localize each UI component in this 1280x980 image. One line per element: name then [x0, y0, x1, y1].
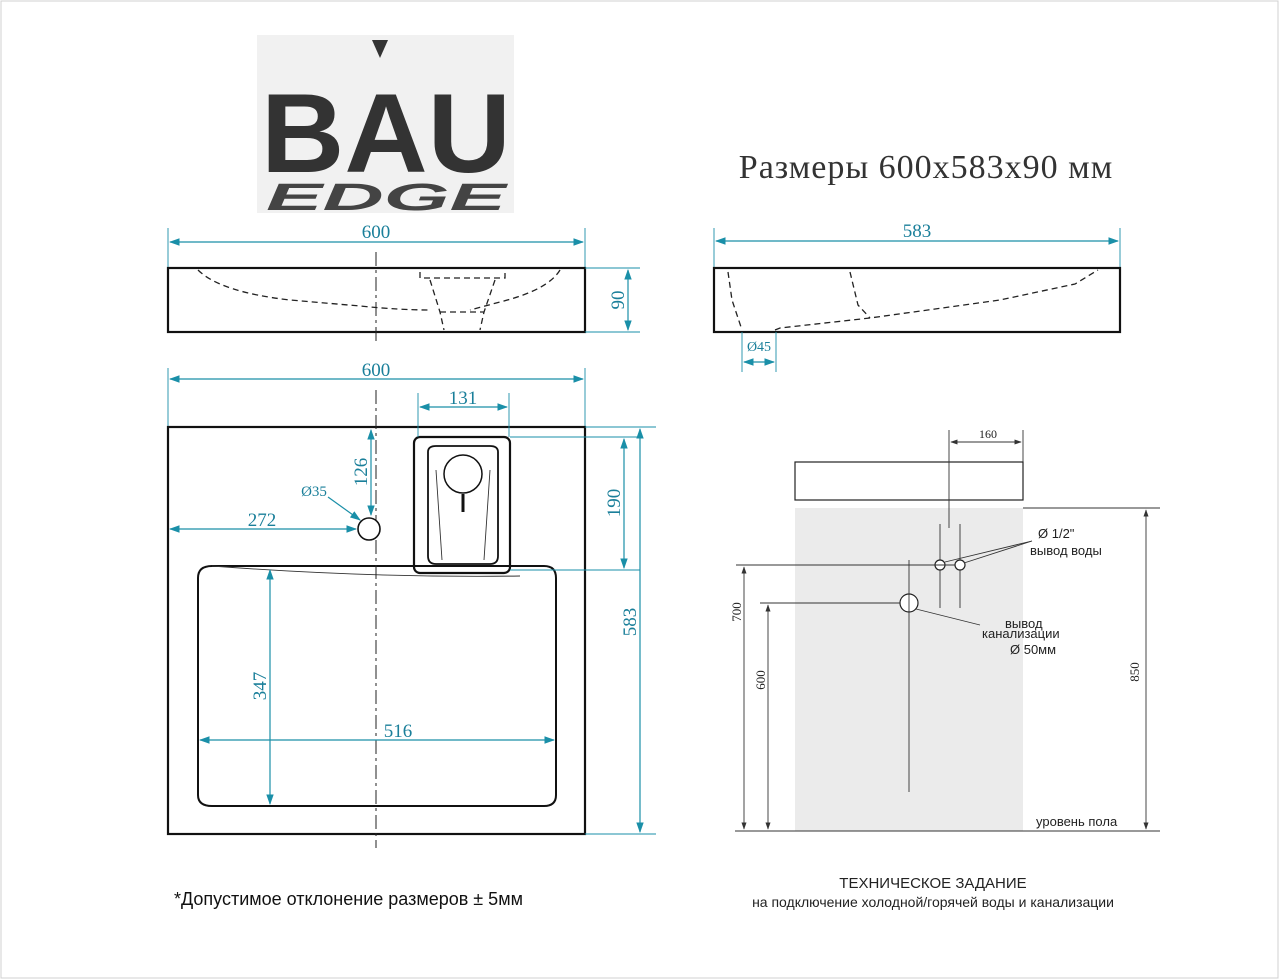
front-view: 600 90 — [166, 222, 640, 345]
spec-heading: ТЕХНИЧЕСКОЕ ЗАДАНИЕ — [839, 875, 1026, 892]
spec-height-600: 600 — [753, 670, 768, 690]
top-view: 600 131 126 Ø35 272 190 583 3 — [166, 360, 656, 848]
dim-top-width: 600 — [362, 360, 391, 381]
dim-hole-diameter: Ø35 — [301, 484, 327, 500]
water-outlet-right — [954, 559, 966, 571]
dim-hole-offset-y: 126 — [351, 458, 372, 487]
dim-faucet-width: 131 — [449, 388, 478, 409]
spec-height-700: 700 — [729, 602, 744, 622]
spec-offset: 160 — [979, 427, 997, 441]
logo-sub-text: EDGE — [266, 177, 510, 219]
brand-logo: BAU EDGE — [257, 35, 514, 219]
dim-hole-offset-x: 272 — [248, 510, 277, 531]
faucet — [412, 435, 512, 575]
dim-faucet-depth: 190 — [604, 489, 625, 518]
overflow-hole — [357, 517, 381, 541]
side-view-body — [712, 266, 1122, 334]
dim-top-depth: 583 — [620, 608, 641, 637]
logo-brand-text: BAU — [261, 71, 511, 196]
spec-water-pipe: Ø 1/2" — [1038, 526, 1075, 541]
dim-drain-diameter: Ø45 — [747, 340, 771, 355]
spec-sewer-label-2: канализации — [982, 626, 1060, 641]
spec-sewer-diameter: Ø 50мм — [1010, 642, 1056, 657]
tolerance-note: *Допустимое отклонение размеров ± 5мм — [174, 889, 523, 909]
spec-height-850: 850 — [1127, 662, 1142, 682]
dim-bowl-width: 516 — [384, 721, 413, 742]
drawing-title: Размеры 600х583х90 мм — [739, 149, 1113, 186]
sink-side-block — [794, 461, 1024, 501]
dim-front-height: 90 — [608, 291, 629, 310]
spec-sewer-label-1: вывод — [1005, 616, 1043, 631]
dim-bowl-depth: 347 — [250, 672, 271, 701]
spec-subheading: на подключение холодной/горячей воды и к… — [752, 894, 1114, 910]
dim-side-depth: 583 — [903, 221, 932, 242]
side-view: 583 Ø45 — [712, 221, 1122, 372]
dim-front-width: 600 — [362, 222, 391, 243]
bowl-outline — [197, 565, 557, 807]
spec-floor-level: уровень пола — [1036, 814, 1118, 829]
logo-accent-mark — [372, 40, 388, 58]
spec-water-outlet: вывод воды — [1030, 543, 1102, 558]
tech-spec-diagram: 160 Ø 1/2" вывод воды вывод канализации … — [729, 427, 1160, 832]
